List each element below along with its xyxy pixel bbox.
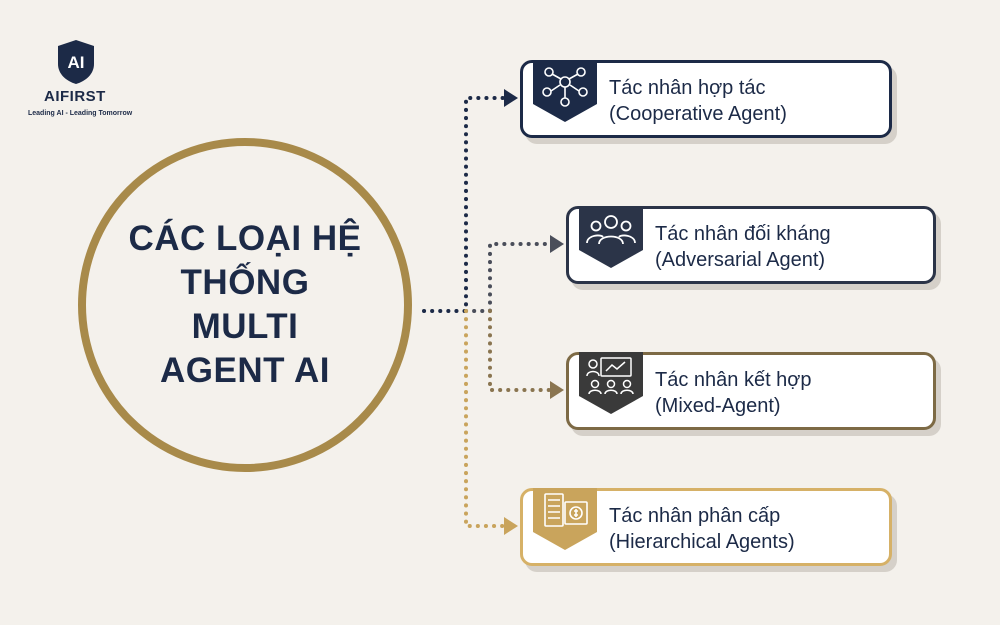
arrow-cooperative — [504, 89, 518, 107]
arrow-mixed — [550, 381, 564, 399]
logo-tagline: Leading AI - Leading Tomorrow — [28, 110, 133, 117]
agent-title: Tác nhân kết hợp — [655, 369, 812, 391]
hub-title: CÁC LOẠI HỆ THỐNG MULTI AGENT AI — [128, 219, 362, 390]
connector-adversarial — [464, 242, 554, 313]
agent-title: Tác nhân phân cấp — [609, 505, 781, 527]
agent-card-hierarchical: Tác nhân phân cấp (Hierarchical Agents) — [520, 488, 892, 566]
logo-mark: AI — [68, 53, 85, 72]
agent-text: Tác nhân hợp tác (Cooperative Agent) — [609, 75, 879, 127]
agent-card-cooperative: Tác nhân hợp tác (Cooperative Agent) — [520, 60, 892, 138]
agent-subtitle: (Cooperative Agent) — [609, 103, 787, 125]
agent-title: Tác nhân đối kháng — [655, 223, 831, 245]
agent-text: Tác nhân đối kháng (Adversarial Agent) — [655, 221, 923, 273]
network-people-icon — [533, 60, 597, 122]
connector-hierarchical — [464, 309, 508, 528]
logo-name: AIFIRST — [44, 88, 106, 105]
agent-card-adversarial: Tác nhân đối kháng (Adversarial Agent) — [566, 206, 936, 284]
agent-subtitle: (Hierarchical Agents) — [609, 531, 795, 553]
agent-card-mixed: Tác nhân kết hợp (Mixed-Agent) — [566, 352, 936, 430]
meeting-presentation-icon — [579, 352, 643, 414]
group-people-icon — [579, 206, 643, 268]
shield-logo-icon: AI — [58, 40, 94, 84]
agent-subtitle: (Mixed-Agent) — [655, 395, 781, 417]
hierarchy-chart-icon — [533, 488, 597, 550]
connector-cooperative — [422, 96, 508, 313]
arrow-adversarial — [550, 235, 564, 253]
hub-circle: CÁC LOẠI HỆ THỐNG MULTI AGENT AI — [78, 138, 412, 472]
agent-subtitle: (Adversarial Agent) — [655, 249, 826, 271]
connector-mixed — [488, 309, 554, 392]
arrow-hierarchical — [504, 517, 518, 535]
agent-text: Tác nhân phân cấp (Hierarchical Agents) — [609, 503, 879, 555]
agent-text: Tác nhân kết hợp (Mixed-Agent) — [655, 367, 923, 419]
agent-title: Tác nhân hợp tác — [609, 77, 766, 99]
